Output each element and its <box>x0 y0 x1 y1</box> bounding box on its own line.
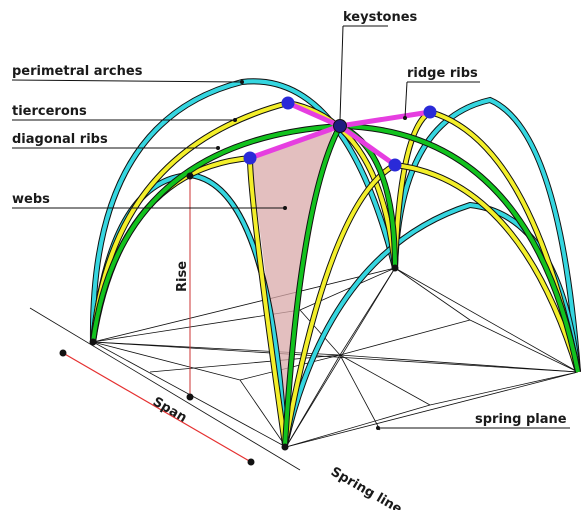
leader-lines <box>11 25 570 430</box>
label-spring-line: Spring line <box>328 464 405 510</box>
label-perimetral-arches: perimetral arches <box>12 64 143 79</box>
span-dimension <box>59 349 255 466</box>
central-keystone-marker <box>333 119 347 133</box>
label-ridge-ribs: ridge ribs <box>407 66 478 81</box>
keystone-marker <box>243 151 257 165</box>
tiercerons <box>90 100 581 446</box>
spring-line-extension <box>29 307 301 471</box>
label-rise: Rise <box>175 261 190 292</box>
label-tiercerons: tiercerons <box>12 104 87 119</box>
keystone-marker <box>388 158 402 172</box>
spring-plane-lines <box>29 267 579 471</box>
label-webs: webs <box>12 192 50 207</box>
keystones <box>243 96 437 172</box>
label-span: Span <box>150 394 189 425</box>
ridge-ribs <box>249 100 431 168</box>
keystone-marker <box>423 105 437 119</box>
label-keystones: keystones <box>343 10 418 25</box>
label-spring-plane: spring plane <box>475 412 567 427</box>
label-diagonal-ribs: diagonal ribs <box>12 132 108 147</box>
springer-points <box>89 264 399 451</box>
rise-dimension <box>186 172 194 401</box>
keystone-marker <box>281 96 295 110</box>
